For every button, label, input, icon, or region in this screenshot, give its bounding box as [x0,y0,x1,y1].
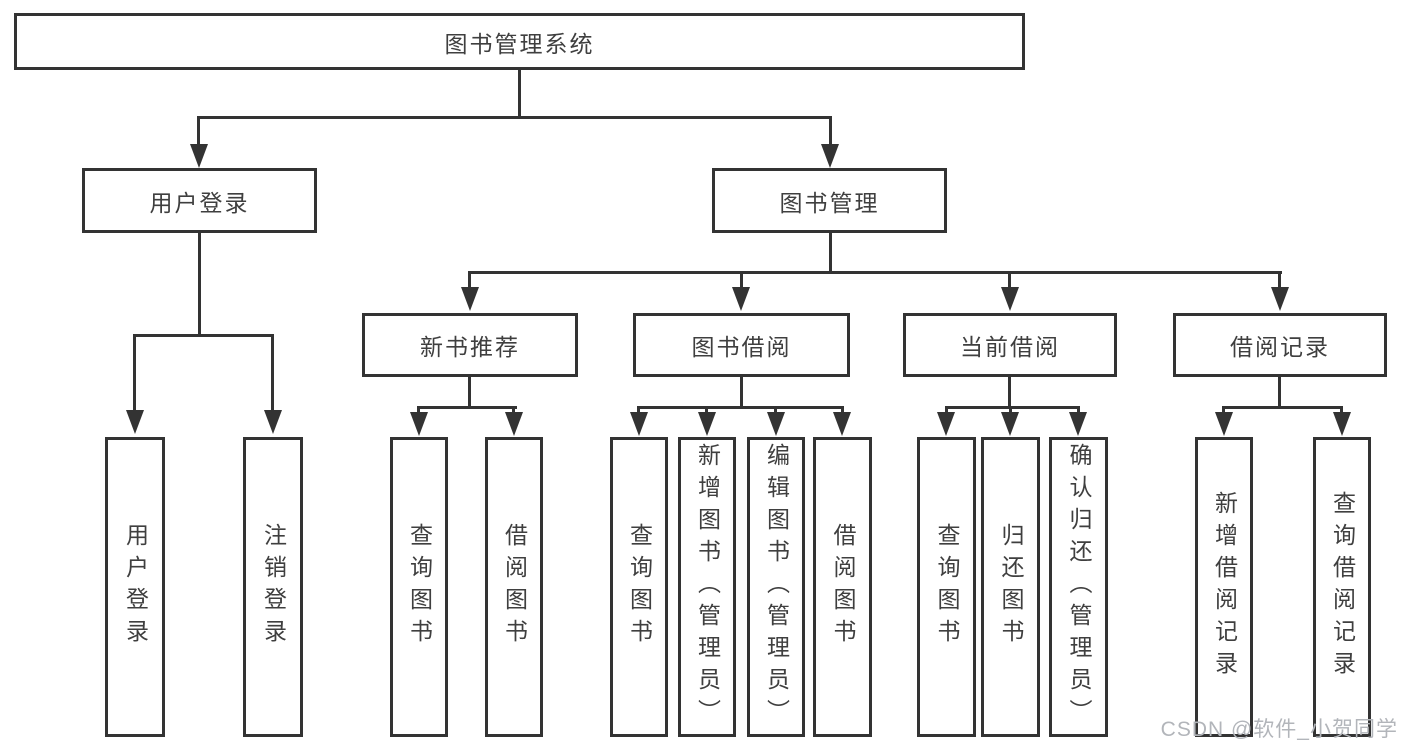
leaf-user-login: 用户登录 [105,437,165,737]
leaf-label: 确认归还（管理员） [1066,443,1092,731]
leaf-label: 查询图书 [934,523,960,651]
connector-line [197,116,832,119]
leaf-label: 编辑图书（管理员） [763,443,790,731]
connector-line [945,406,948,414]
connector-line [1222,406,1225,414]
leaf-bb-add-books-admin: 新增图书（管理员） [678,437,736,737]
node-root: 图书管理系统 [14,13,1025,70]
connector-line [1340,406,1343,414]
connector-line [740,377,743,408]
node-borrow-records: 借阅记录 [1173,313,1387,377]
connector-line [1278,377,1281,408]
leaf-label: 归还图书 [998,523,1024,651]
leaf-label: 查询借阅记录 [1329,491,1356,683]
connector-line [1077,406,1080,414]
csdn-watermark: CSDN @软件_小贺同学 [1160,718,1398,741]
connector-line [417,406,517,409]
arrow-down-icon [1333,412,1351,436]
connector-line [945,406,1079,409]
arrow-down-icon [1069,412,1087,436]
arrow-down-icon [630,412,648,436]
connector-line [198,233,201,336]
arrow-down-icon [1001,287,1019,311]
connector-line [512,406,515,414]
leaf-label: 借阅图书 [830,523,856,651]
connector-line [841,406,844,414]
arrow-down-icon [190,144,208,168]
connector-line [468,271,1282,274]
connector-line [774,406,777,414]
arrow-down-icon [126,410,144,434]
leaf-br-query-record: 查询借阅记录 [1313,437,1371,737]
arrow-down-icon [264,410,282,434]
node-book-borrow: 图书借阅 [633,313,850,377]
leaf-bb-borrow-books: 借阅图书 [813,437,872,737]
leaf-label: 注销登录 [260,523,287,651]
arrow-down-icon [1271,287,1289,311]
leaf-cb-confirm-return-admin: 确认归还（管理员） [1049,437,1108,737]
connector-line [829,116,832,146]
arrow-down-icon [1001,412,1019,436]
arrow-down-icon [505,412,523,436]
node-user-login: 用户登录 [82,168,317,233]
arrow-down-icon [767,412,785,436]
connector-line [468,271,471,289]
connector-line [1008,271,1011,289]
connector-line [1222,406,1342,409]
leaf-bb-query-books: 查询图书 [610,437,668,737]
connector-line [1009,406,1012,414]
leaf-label: 用户登录 [122,523,149,651]
arrow-down-icon [732,287,750,311]
leaf-cb-return-books: 归还图书 [981,437,1040,737]
connector-line [468,377,471,408]
connector-line [637,406,843,409]
arrow-down-icon [821,144,839,168]
node-new-book-recommend: 新书推荐 [362,313,578,377]
connector-line [1008,377,1011,408]
node-book-management: 图书管理 [712,168,947,233]
leaf-label: 借阅图书 [501,523,528,651]
node-current-borrow: 当前借阅 [903,313,1117,377]
leaf-label: 新增借阅记录 [1211,491,1238,683]
connector-line [637,406,640,414]
leaf-nb-query-books: 查询图书 [390,437,448,737]
arrow-down-icon [1215,412,1233,436]
connector-line [271,334,274,410]
leaf-logout: 注销登录 [243,437,303,737]
connector-line [133,334,273,337]
connector-line [197,116,200,146]
connector-line [829,233,832,273]
leaf-label: 新增图书（管理员） [694,443,721,731]
leaf-bb-edit-books-admin: 编辑图书（管理员） [747,437,805,737]
connector-line [518,70,521,118]
arrow-down-icon [410,412,428,436]
leaf-cb-query-books: 查询图书 [917,437,976,737]
arrow-down-icon [833,412,851,436]
connector-line [1278,271,1281,289]
leaf-label: 查询图书 [406,523,433,651]
arrow-down-icon [461,287,479,311]
leaf-label: 查询图书 [626,523,653,651]
connector-line [133,334,136,410]
connector-line [417,406,420,414]
connector-line [740,271,743,289]
connector-line [705,406,708,414]
arrow-down-icon [937,412,955,436]
arrow-down-icon [698,412,716,436]
leaf-nb-borrow-books: 借阅图书 [485,437,543,737]
leaf-br-add-record: 新增借阅记录 [1195,437,1253,737]
